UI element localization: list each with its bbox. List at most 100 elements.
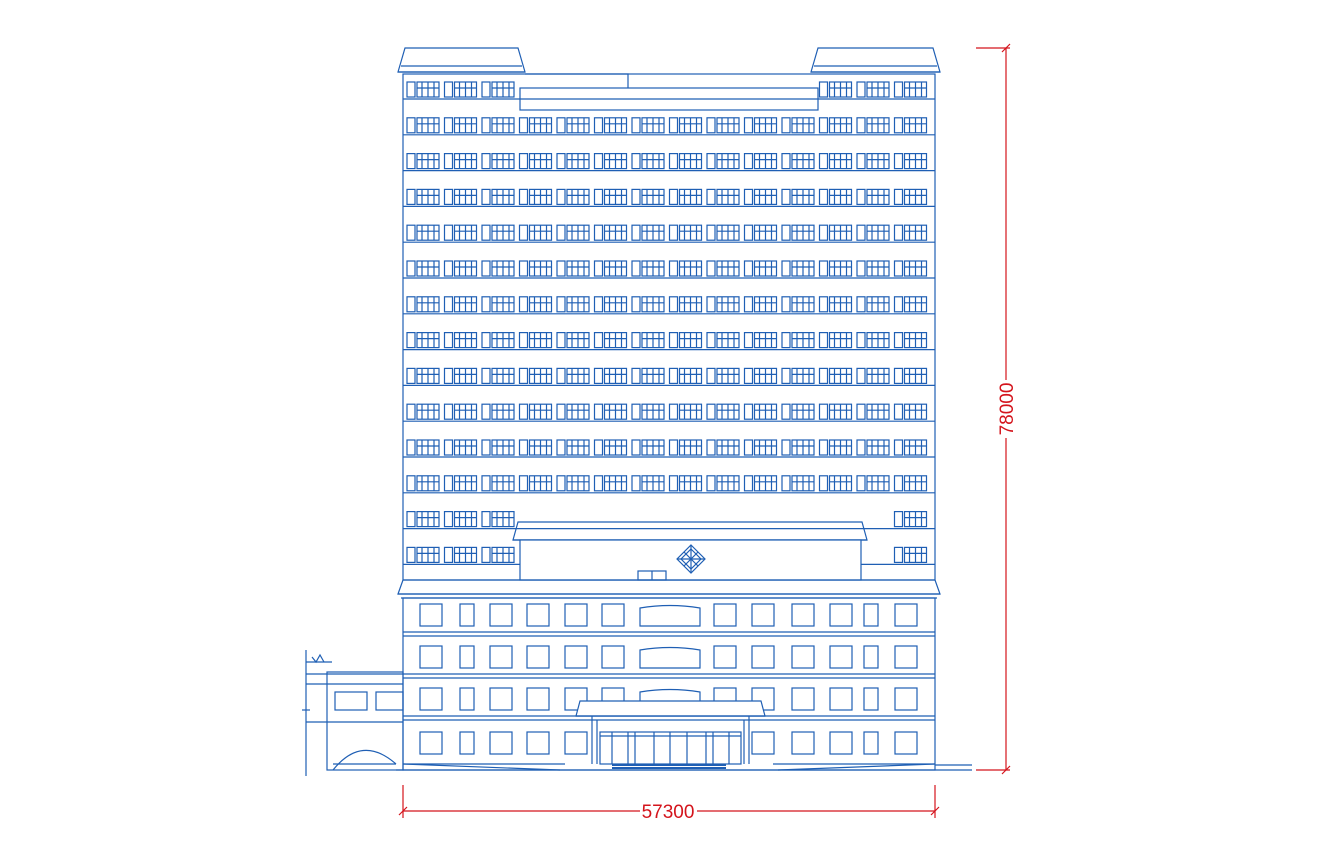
tower-window xyxy=(406,511,440,528)
podium-window xyxy=(564,645,588,669)
tower-window xyxy=(668,367,703,384)
podium-window xyxy=(601,603,625,627)
tower-window xyxy=(631,332,665,349)
podium-window xyxy=(459,645,475,669)
tower-window xyxy=(668,260,703,277)
tower-window xyxy=(743,296,778,313)
tower-window xyxy=(818,475,853,492)
tower-window xyxy=(443,81,478,98)
height-dimension: 78000 xyxy=(976,43,1018,775)
tower-window xyxy=(406,81,440,98)
podium-window xyxy=(419,731,443,755)
tower-window xyxy=(593,332,628,349)
tower-window xyxy=(818,403,853,420)
podium-window xyxy=(751,645,775,669)
podium-cornice xyxy=(397,579,941,599)
tower-window xyxy=(893,81,928,98)
tower-window xyxy=(556,403,590,420)
tower-window xyxy=(481,188,515,205)
podium-window xyxy=(791,645,815,669)
tower-window xyxy=(406,153,440,170)
tower-window xyxy=(556,439,590,456)
tower-window xyxy=(518,332,553,349)
tower-window xyxy=(893,511,928,528)
tower-window xyxy=(706,153,740,170)
tower-window xyxy=(443,296,478,313)
tower-window xyxy=(781,403,815,420)
podium-window-grid xyxy=(419,603,918,755)
tower-window xyxy=(818,296,853,313)
tower-window xyxy=(706,439,740,456)
width-dimension-label: 57300 xyxy=(642,802,695,823)
podium-window xyxy=(791,731,815,755)
tower-window xyxy=(893,546,928,564)
height-dimension-label: 78000 xyxy=(997,383,1018,436)
tower-window xyxy=(893,188,928,205)
podium-window xyxy=(419,645,443,669)
ground-line xyxy=(396,763,972,771)
tower-window xyxy=(856,332,890,349)
podium-window xyxy=(526,731,550,755)
tower-window xyxy=(743,332,778,349)
tower-window xyxy=(743,153,778,170)
tower-window xyxy=(518,367,553,384)
podium-window xyxy=(489,731,513,755)
entrance-steps xyxy=(612,764,726,769)
side-annex xyxy=(302,650,404,776)
tower-window xyxy=(518,153,553,170)
podium-window xyxy=(863,687,879,711)
tower-window xyxy=(481,546,515,564)
tower-window xyxy=(556,153,590,170)
tower-window xyxy=(518,117,553,134)
tower-window xyxy=(481,224,515,241)
roof-cap-right xyxy=(810,47,941,73)
tower-window xyxy=(893,153,928,170)
tower-window xyxy=(593,153,628,170)
podium-window xyxy=(829,731,853,755)
podium-window xyxy=(489,603,513,627)
tower-window xyxy=(443,475,478,492)
tower-window xyxy=(743,188,778,205)
tower-window xyxy=(781,367,815,384)
tower-window xyxy=(668,224,703,241)
tower-window xyxy=(406,546,440,564)
podium-window xyxy=(564,687,588,711)
podium-window xyxy=(751,731,775,755)
podium-window xyxy=(601,645,625,669)
tower-window xyxy=(593,188,628,205)
tower-window xyxy=(856,224,890,241)
tower-window xyxy=(406,296,440,313)
tower-window xyxy=(481,511,515,528)
tower-window xyxy=(856,296,890,313)
podium-window xyxy=(419,603,443,627)
tower-window xyxy=(631,439,665,456)
tower-outline xyxy=(402,73,936,581)
tower-window xyxy=(406,224,440,241)
tower-window xyxy=(593,367,628,384)
emblem-icon xyxy=(676,544,706,574)
tower-window xyxy=(781,260,815,277)
podium-window xyxy=(791,687,815,711)
tower-window xyxy=(856,439,890,456)
podium-window xyxy=(894,731,918,755)
podium-window xyxy=(526,645,550,669)
tower-window xyxy=(593,260,628,277)
podium-window xyxy=(526,687,550,711)
podium-window xyxy=(459,687,475,711)
tower-window xyxy=(556,224,590,241)
tower-window xyxy=(631,153,665,170)
tower-window xyxy=(781,439,815,456)
tower-window xyxy=(556,260,590,277)
podium-arched-window xyxy=(639,646,701,669)
tower-window xyxy=(781,296,815,313)
tower-window xyxy=(706,475,740,492)
podium-window xyxy=(564,731,588,755)
podium-arched-window xyxy=(639,604,701,627)
tower-window xyxy=(443,332,478,349)
podium-window xyxy=(751,603,775,627)
podium-window xyxy=(459,731,475,755)
tower-window xyxy=(631,367,665,384)
tower-window xyxy=(443,188,478,205)
tower-window xyxy=(668,332,703,349)
tower-window xyxy=(818,188,853,205)
